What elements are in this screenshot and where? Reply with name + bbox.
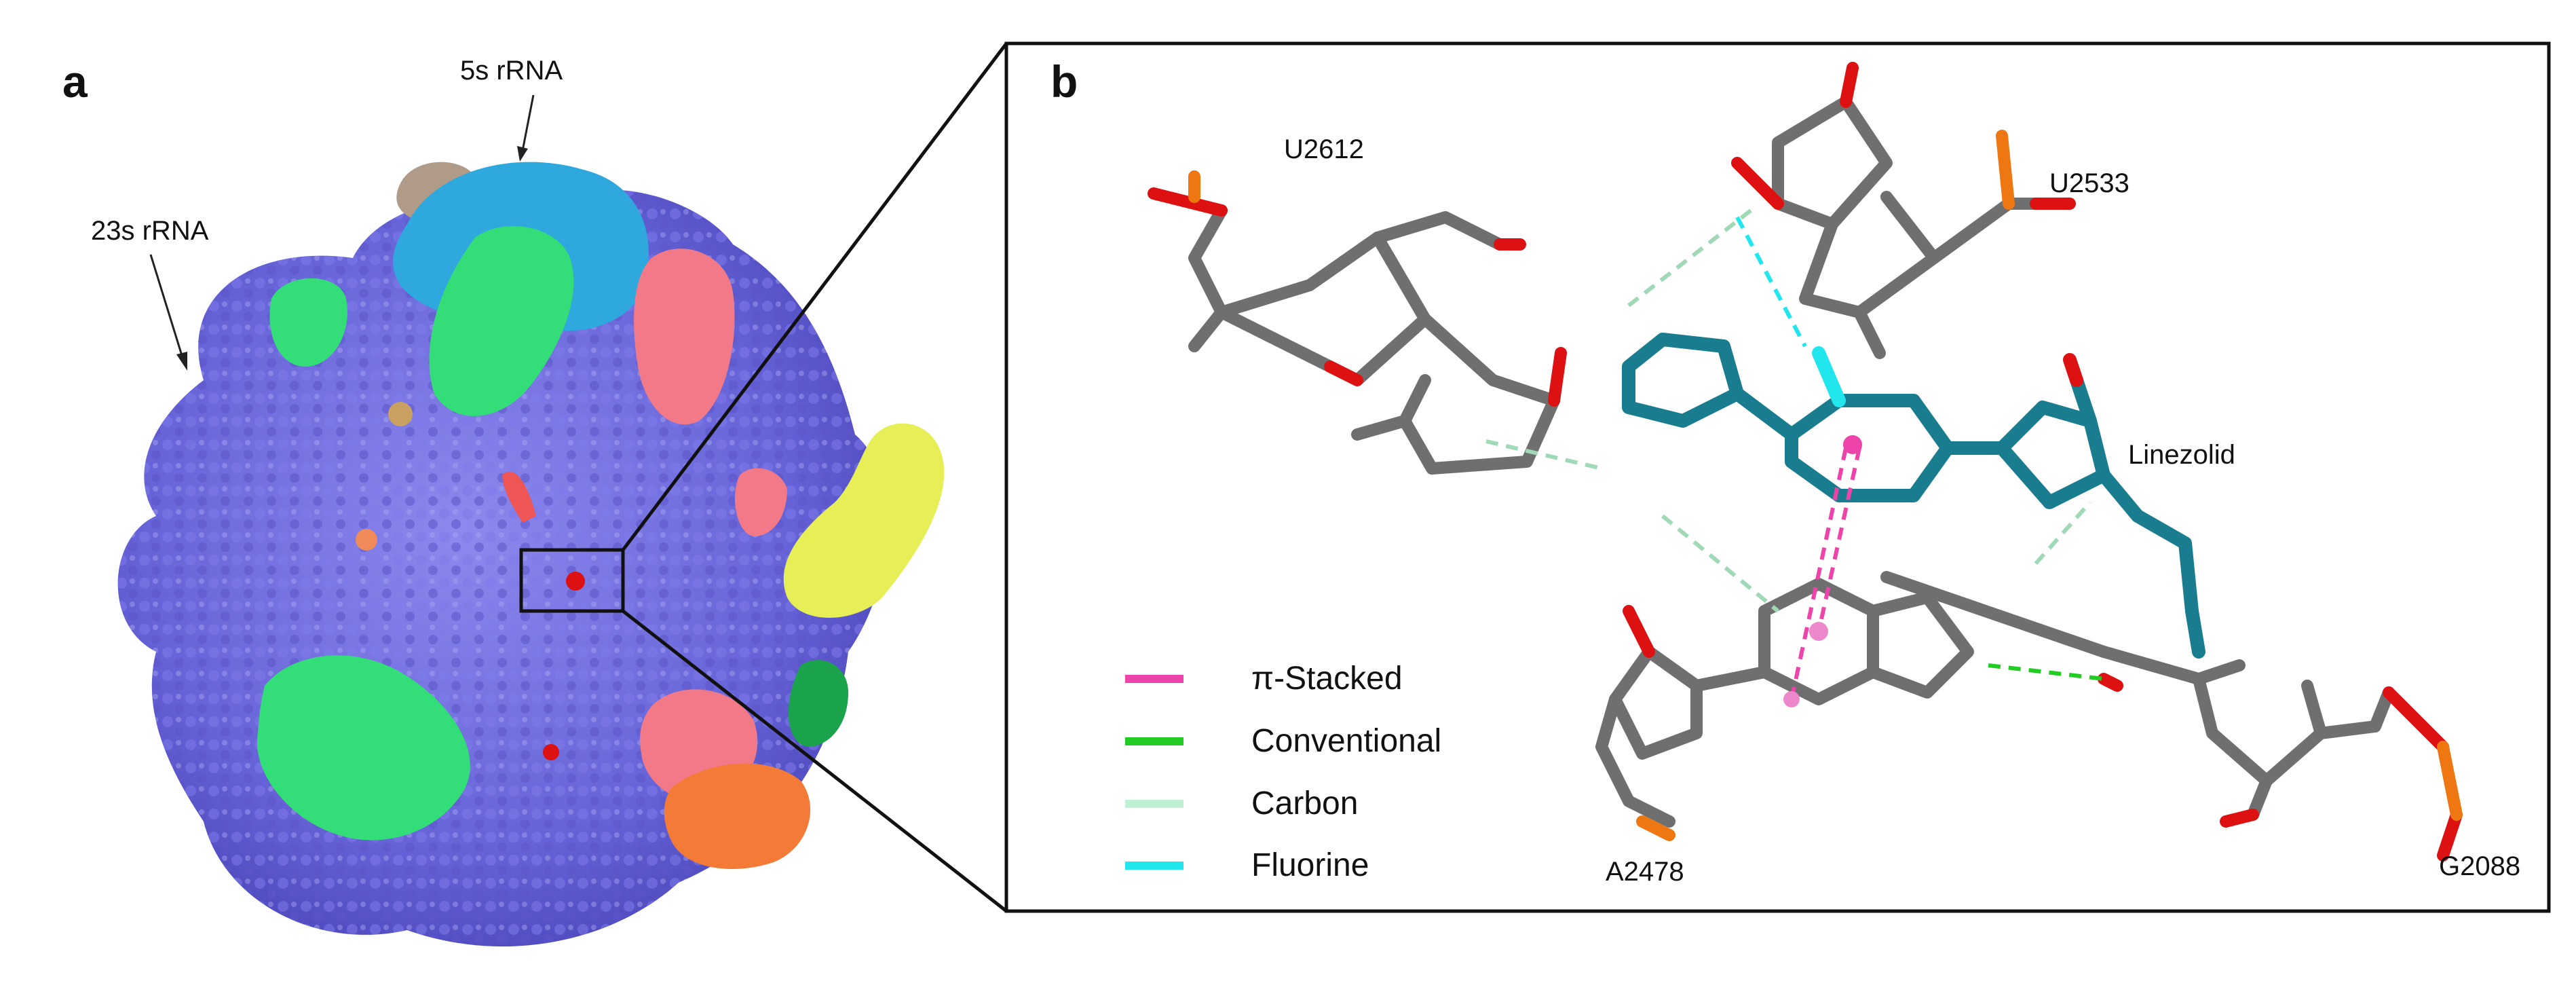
pink-protein-mid (734, 468, 787, 536)
arrow-5s (521, 94, 535, 151)
zoom-line-bottom (622, 610, 1008, 912)
arrowhead-23s (176, 352, 187, 371)
label-u2533: U2533 (2049, 168, 2129, 198)
label-linezolid: Linezolid (2128, 440, 2235, 470)
zoom-line-top (622, 42, 1008, 551)
panel-a-letter: a (62, 56, 88, 107)
red-helix (502, 471, 536, 523)
panel-b-letter: b (1050, 56, 1078, 107)
label-g2088: G2088 (2439, 851, 2521, 881)
carbon-bond-4 (2034, 501, 2092, 565)
legend-label-conventional: Conventional (1251, 723, 1442, 759)
orange-spot (356, 529, 377, 551)
label-a2478: A2478 (1606, 857, 1684, 887)
ligand-spot-2 (543, 744, 559, 760)
darkgreen-protein (788, 660, 848, 747)
green-protein-top (429, 226, 574, 416)
linezolid-molecule (1622, 333, 2205, 659)
residue-a2478 (1595, 578, 1974, 828)
carbon-bond-2 (1627, 208, 1752, 308)
fluorine-bond (1735, 216, 1807, 348)
orange-protein (664, 763, 811, 869)
label-5s-rrna: 5s rRNA (460, 56, 563, 86)
legend-swatches (1125, 675, 1183, 870)
legend-label-fluorine: Fluorine (1251, 847, 1369, 883)
pi-stack-1 (1789, 447, 1848, 700)
arrowhead-5s (517, 146, 528, 162)
pi-stack-2 (1817, 447, 1861, 632)
pi-centroid-1 (1843, 435, 1862, 454)
legend-label-carbon: Carbon (1251, 786, 1359, 821)
legend-label-pi-stacked: π-Stacked (1251, 661, 1403, 697)
green-protein-bottom (257, 655, 470, 840)
tan-spot (388, 402, 413, 426)
yellow-protein (783, 423, 945, 618)
zoom-box (519, 548, 625, 613)
ribosome-illustration (117, 162, 945, 947)
interaction-lines (1485, 208, 2104, 700)
ligand-spot (566, 572, 585, 591)
arrow-23s (149, 254, 185, 361)
pink-protein-top (634, 248, 735, 425)
green-protein-left (269, 278, 347, 367)
pi-centroid-3 (1783, 691, 1800, 707)
label-23s-rrna: 23s rRNA (91, 216, 209, 246)
carbon-bond-3 (1661, 514, 1779, 613)
pi-centroid-2 (1809, 622, 1828, 641)
molecular-sticks (1148, 62, 2463, 862)
label-u2612: U2612 (1284, 134, 1364, 164)
residue-g2088 (1880, 571, 2395, 821)
